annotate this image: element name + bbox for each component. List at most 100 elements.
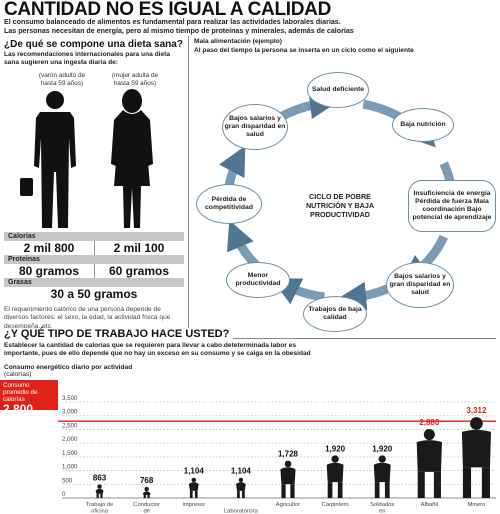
worker-leg bbox=[374, 482, 380, 498]
worker-leg bbox=[290, 484, 295, 498]
worker-leg bbox=[143, 495, 146, 498]
worker-leg bbox=[100, 493, 103, 498]
x-category-label: de bbox=[143, 509, 149, 514]
section-divider bbox=[4, 338, 496, 339]
chart-unit: (calorías) bbox=[4, 371, 32, 378]
worker-figure-1 bbox=[95, 484, 104, 498]
worker-leg bbox=[384, 482, 390, 498]
man-silhouette-icon bbox=[20, 91, 76, 228]
worker-figure-7 bbox=[373, 455, 391, 498]
diet-note: El requerimiento calórico de una persona… bbox=[4, 306, 171, 330]
page-title: CANTIDAD NO ES IGUAL A CALIDAD bbox=[4, 0, 332, 20]
calorias-female: 2 mil 100 bbox=[113, 241, 165, 255]
worker-body bbox=[461, 429, 491, 468]
average-label: Consumo promedio de calorías bbox=[3, 382, 38, 403]
y-tick-label: 1,500 bbox=[62, 450, 78, 457]
x-category-label: Albañil bbox=[421, 502, 438, 508]
worker-leg bbox=[337, 482, 343, 498]
data-label: 1,728 bbox=[278, 450, 299, 459]
cycle-node-bajos-salarios-1: Bajos salarios y gran disparidad en salu… bbox=[222, 104, 288, 150]
worker-figure-6 bbox=[326, 455, 344, 498]
worker-leg bbox=[433, 471, 441, 498]
x-category-label: oficina bbox=[91, 509, 109, 514]
average-value: 2,800 bbox=[3, 402, 34, 416]
worker-body bbox=[142, 491, 151, 496]
table-divider bbox=[94, 241, 95, 255]
worker-figure-2 bbox=[142, 486, 151, 498]
calorie-chart: 3,5003,0002,5002,0001,5001,0005000863Tra… bbox=[58, 395, 496, 514]
cycle-node-perdida-competitividad: Pérdida de competitividad bbox=[196, 184, 262, 224]
data-label: 1,104 bbox=[184, 467, 205, 476]
table-divider bbox=[94, 264, 95, 278]
worker-body bbox=[188, 482, 199, 491]
x-category-label: Laboratorista bbox=[224, 509, 259, 514]
male-label: (varón adulto de hasta 59 años) bbox=[38, 72, 86, 87]
worker-figure-9 bbox=[461, 417, 491, 498]
female-label: (mujer adulta de hasta 59 años) bbox=[111, 72, 159, 87]
cycle-subheading: Al paso del tiempo la persona se inserta… bbox=[194, 47, 414, 54]
worker-body bbox=[280, 467, 296, 485]
cycle-node-salud-deficiente: Salud deficiente bbox=[307, 72, 369, 108]
data-label: 863 bbox=[93, 473, 107, 482]
cycle-node-insuficiencia: Insuficiencia de energía Pérdida de fuer… bbox=[408, 180, 496, 232]
intro-line-1: El consumo balanceado de alimentos es fu… bbox=[4, 18, 341, 26]
worker-leg bbox=[147, 495, 150, 498]
worker-leg bbox=[417, 471, 425, 498]
grasas-label: Grasas bbox=[4, 278, 184, 287]
worker-leg bbox=[281, 484, 286, 498]
calorias-male: 2 mil 800 bbox=[23, 241, 75, 255]
cycle-node-bajos-salarios-2: Bajos salarios y gran disparidad en salu… bbox=[386, 262, 454, 308]
cycle-node-menor-productividad: Menor productividad bbox=[226, 262, 290, 298]
y-tick-label: 2,000 bbox=[62, 436, 78, 443]
y-tick-label: 1,000 bbox=[62, 464, 78, 471]
average-callout: Consumo promedio de calorías 2,800 bbox=[0, 380, 58, 416]
worker-leg bbox=[194, 490, 198, 498]
nutrition-table: Calorías 2 mil 800 2 mil 100 Proteinas 8… bbox=[4, 232, 184, 304]
x-category-label: Conductor bbox=[133, 502, 160, 508]
people-silhouettes bbox=[20, 89, 153, 228]
x-category-label: en bbox=[379, 509, 385, 514]
grasas-value: 30 a 50 gramos bbox=[50, 287, 138, 301]
data-label: 1,104 bbox=[231, 467, 252, 476]
work-heading: ¿Y QUÉ TIPO DE TRABAJO HACE USTED? bbox=[4, 328, 234, 340]
worker-leg bbox=[462, 467, 472, 498]
x-category-label: Soldados bbox=[370, 502, 394, 508]
work-desc-line-1: Establecer la cantidad de calorías que s… bbox=[4, 342, 297, 349]
worker-head bbox=[378, 455, 386, 463]
data-label: 1,920 bbox=[325, 444, 346, 453]
worker-leg bbox=[242, 490, 245, 498]
x-category-label: Minero bbox=[468, 502, 486, 508]
worker-head bbox=[144, 486, 149, 492]
worker-leg bbox=[96, 493, 99, 498]
worker-body bbox=[416, 440, 442, 472]
data-label: 1,920 bbox=[372, 444, 393, 453]
worker-head bbox=[191, 477, 196, 483]
cycle-heading: Mala alimentación (ejemplo) bbox=[194, 38, 282, 45]
worker-leg bbox=[237, 490, 240, 498]
woman-silhouette-icon bbox=[111, 89, 153, 228]
x-category-label: Agricultor bbox=[276, 502, 301, 508]
work-description: Establecer la cantidad de calorías que s… bbox=[4, 342, 496, 359]
calorias-label: Calorías bbox=[4, 232, 184, 241]
data-label: 3,312 bbox=[466, 406, 487, 415]
worker-body bbox=[95, 488, 104, 494]
y-tick-label: 0 bbox=[62, 491, 66, 498]
x-category-label: Trabajo de bbox=[86, 502, 114, 508]
column-divider bbox=[188, 36, 189, 336]
worker-figure-4 bbox=[236, 477, 246, 498]
proteinas-label: Proteinas bbox=[4, 255, 184, 264]
intro-line-2: Las personas necesitan de energía, pero … bbox=[4, 27, 354, 36]
x-category-label: Impresor bbox=[182, 502, 205, 508]
worker-leg bbox=[189, 490, 193, 498]
y-tick-label: 500 bbox=[62, 477, 73, 484]
cycle-node-baja-nutricion: Baja nutrición bbox=[392, 108, 454, 142]
worker-head bbox=[238, 477, 244, 483]
y-tick-label: 2,500 bbox=[62, 422, 78, 429]
y-tick-label: 3,500 bbox=[62, 395, 78, 402]
work-desc-line-2: importante, pues de ello depende que no … bbox=[4, 350, 311, 358]
worker-figure-3 bbox=[188, 477, 199, 498]
worker-leg bbox=[327, 482, 333, 498]
proteinas-female: 60 gramos bbox=[108, 264, 170, 278]
worker-head bbox=[331, 455, 339, 463]
worker-body bbox=[326, 462, 344, 483]
